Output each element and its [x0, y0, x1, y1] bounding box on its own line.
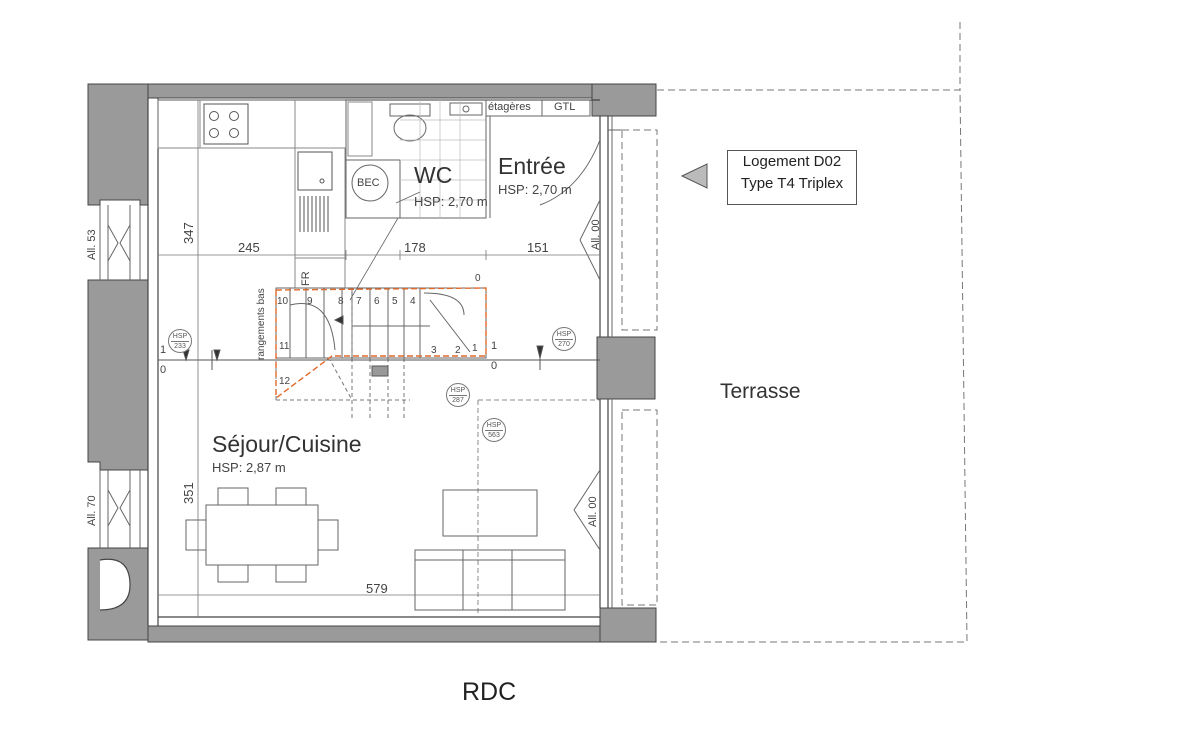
level-mark-1-right: 1 [491, 340, 498, 352]
fixture-fr: FR [300, 271, 312, 286]
staircase [275, 287, 487, 420]
stair-step-8: 8 [338, 296, 344, 307]
hsp-marker-287-title: HSP [449, 384, 467, 396]
stair-step-7: 7 [356, 296, 362, 307]
room-name-terrasse: Terrasse [720, 380, 801, 403]
logement-tag-line1: Logement D02 [742, 153, 842, 170]
stair-step-4: 4 [410, 296, 416, 307]
fixture-bec: BEC [357, 177, 380, 189]
hsp-marker-563: HSP 563 [482, 418, 506, 442]
fixture-gtl: GTL [554, 101, 576, 113]
exterior-walls [87, 83, 657, 643]
stair-step-12: 12 [279, 376, 291, 387]
kitchen [157, 99, 347, 289]
stair-step-9: 9 [307, 296, 313, 307]
stair-step-2: 2 [455, 345, 461, 356]
fixture-rangements: rangements bas [256, 288, 267, 360]
hsp-marker-233: HSP 233 [168, 329, 192, 353]
dimension-347: 347 [181, 222, 196, 244]
level-mark-0-right: 0 [491, 360, 498, 372]
dimension-245: 245 [238, 240, 260, 255]
allege-left-bottom: All. 70 [86, 495, 98, 526]
hsp-marker-563-value: 563 [488, 432, 500, 439]
stair-step-5: 5 [392, 296, 398, 307]
hsp-marker-287: HSP 287 [446, 383, 470, 407]
logement-tag-line2: Type T4 Triplex [740, 175, 844, 192]
hsp-marker-270-value: 270 [558, 341, 570, 348]
allege-left-top: All. 53 [86, 229, 98, 260]
windows-right [573, 116, 622, 608]
stair-step-10: 10 [277, 296, 289, 307]
dining-table [185, 487, 339, 583]
dimension-lines [158, 100, 600, 617]
hsp-marker-233-value: 233 [174, 343, 186, 350]
sofa [414, 489, 566, 611]
dimension-178: 178 [404, 240, 426, 255]
level-mark-0-left: 0 [160, 364, 167, 376]
allege-right-bottom: All. 00 [587, 496, 599, 527]
level-mark-1-left: 1 [160, 344, 167, 356]
dimension-151: 151 [527, 240, 549, 255]
hsp-marker-563-title: HSP [485, 419, 503, 431]
dimension-351: 351 [181, 482, 196, 504]
windows-left [99, 205, 141, 548]
wc-block [345, 99, 601, 219]
floor-label: RDC [462, 678, 517, 706]
room-hsp-wc: HSP: 2,70 m [414, 194, 488, 209]
room-name-entree: Entrée [498, 153, 566, 179]
level-line [158, 315, 600, 370]
hsp-marker-233-title: HSP [171, 330, 189, 342]
hsp-marker-270-title: HSP [555, 328, 573, 340]
stair-step-1: 1 [472, 343, 478, 354]
dimension-579: 579 [366, 581, 388, 596]
stair-step-3: 3 [431, 345, 437, 356]
fixture-etageres: étagères [488, 101, 531, 113]
hsp-zones [477, 399, 600, 617]
room-hsp-entree: HSP: 2,70 m [498, 182, 572, 197]
hsp-marker-287-value: 287 [452, 397, 464, 404]
stair-step-0: 0 [475, 273, 481, 284]
leader-lines [349, 191, 421, 301]
stair-step-11: 11 [279, 341, 290, 352]
hsp-marker-270: HSP 270 [552, 327, 576, 351]
allege-right-top: All. 00 [590, 219, 602, 250]
room-name-sejour: Séjour/Cuisine [212, 431, 362, 457]
room-name-wc: WC [414, 162, 453, 188]
terrace-outline [621, 22, 968, 643]
tag-pointer [680, 163, 708, 189]
room-hsp-sejour: HSP: 2,87 m [212, 460, 286, 475]
logement-tag: Logement D02 Type T4 Triplex [727, 150, 857, 205]
stair-step-6: 6 [374, 296, 380, 307]
